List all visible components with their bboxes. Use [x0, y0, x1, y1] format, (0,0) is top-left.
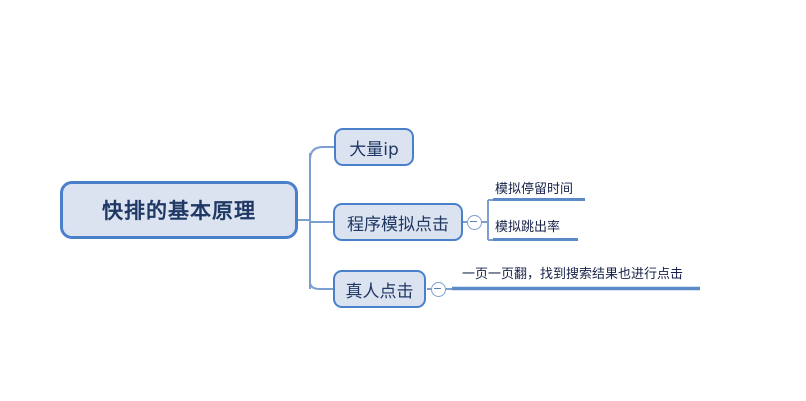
branch-node-label: 程序模拟点击 [347, 214, 449, 235]
branch-node-zhen-ren-dian-ji[interactable]: 真人点击 [333, 270, 426, 308]
root-node[interactable]: 快排的基本原理 [60, 181, 298, 239]
collapse-minus-icon-branch-3[interactable] [431, 282, 446, 297]
branch-node-cheng-xu-mo-ni-dian-ji[interactable]: 程序模拟点击 [333, 203, 463, 241]
root-node-label: 快排的基本原理 [102, 199, 256, 223]
leaf-node-mo-ni-tiao-chu-lv[interactable]: 模拟跳出率 [495, 220, 561, 235]
branch-node-label: 大量ip [349, 139, 399, 160]
leaf-node-mo-ni-ting-liu-shi-jian[interactable]: 模拟停留时间 [495, 182, 574, 197]
branch-node-da-liang-ip[interactable]: 大量ip [334, 128, 414, 166]
branch-node-label: 真人点击 [345, 281, 414, 302]
leaf-node-yi-ye-yi-ye-fan[interactable]: 一页一页翻，找到搜索结果也进行点击 [462, 267, 684, 282]
collapse-minus-icon-branch-2[interactable] [467, 215, 482, 230]
